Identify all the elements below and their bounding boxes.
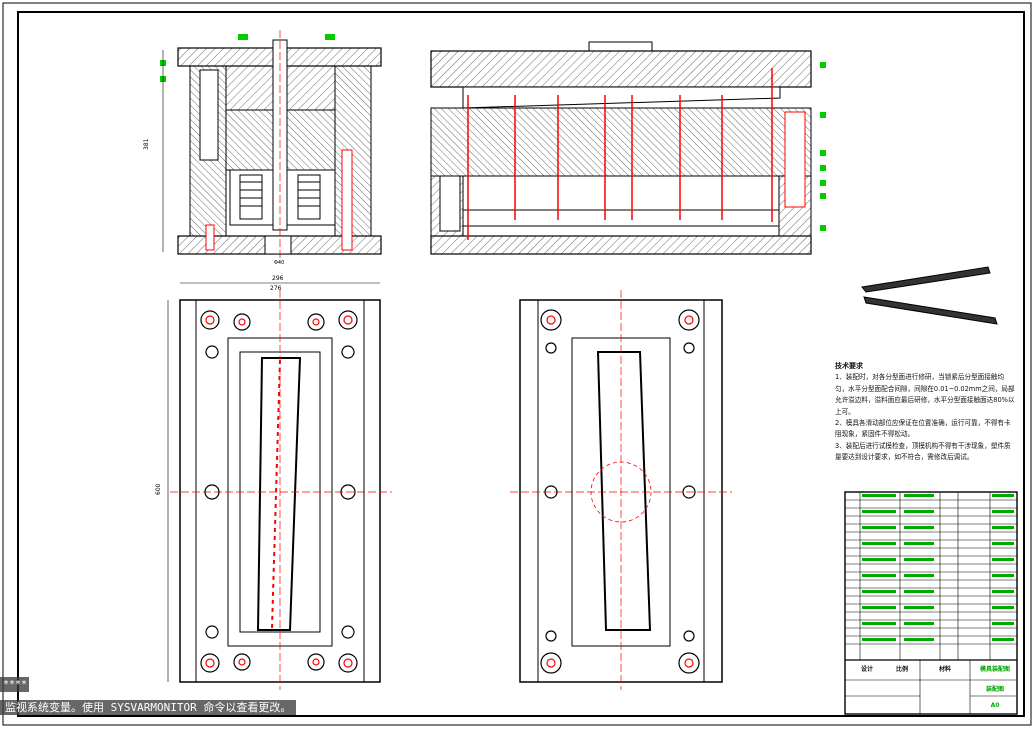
technical-requirements: 技术要求 1、装配时，对各分型面进行修研，当锁紧后分型面接触均匀，水平分型面配合… — [835, 361, 1015, 464]
part-thumbnail — [861, 266, 998, 325]
fixed-half-plan-view — [510, 290, 732, 690]
notes-title: 技术要求 — [835, 362, 863, 370]
note-item-1: 1、装配时，对各分型面进行修研，当锁紧后分型面接触均匀，水平分型面配合间隙，间隙… — [835, 373, 1015, 416]
sprue-dim: Φ40 — [274, 260, 284, 266]
front-height-dim: 381 — [143, 138, 150, 150]
moving-half-plan-view: 296 276 600 — [155, 275, 392, 690]
front-section-view: 381 Φ40 — [143, 30, 382, 266]
title-name: 模具装配图 — [979, 666, 1010, 673]
title-design: 设计 — [860, 666, 873, 673]
sysvar-monitor-status[interactable]: 监视系统变量。使用 SYSVARMONITOR 命令以查看更改。 — [0, 700, 297, 715]
note-item-3: 3、装配后进行试模检查，顶模机构不得有干涉现象，塑件质量要达到设计要求，如不符合… — [835, 441, 1011, 462]
title-material: 材料 — [938, 666, 951, 673]
status-stars: **** — [0, 677, 29, 692]
sheet-inner-border — [17, 11, 1025, 717]
ejector-pins — [467, 68, 773, 240]
plan-height-dim: 600 — [155, 483, 162, 495]
title-sheet: A0 — [990, 702, 1000, 709]
title-drawing-no: 装配图 — [985, 686, 1004, 693]
parts-list-green-text — [862, 494, 1014, 641]
side-view-callouts — [820, 62, 826, 231]
parts-list-table — [844, 491, 1018, 715]
side-section-view — [430, 41, 812, 255]
note-item-2: 2、模具各滑动部位应保证在位置准确，运行可靠，不得有卡阻现象，紧固件不得松动。 — [835, 419, 1011, 439]
plan-width-dim: 296 — [272, 275, 284, 282]
title-scale: 比例 — [895, 666, 908, 673]
plan-inner-width-dim: 276 — [270, 285, 282, 292]
